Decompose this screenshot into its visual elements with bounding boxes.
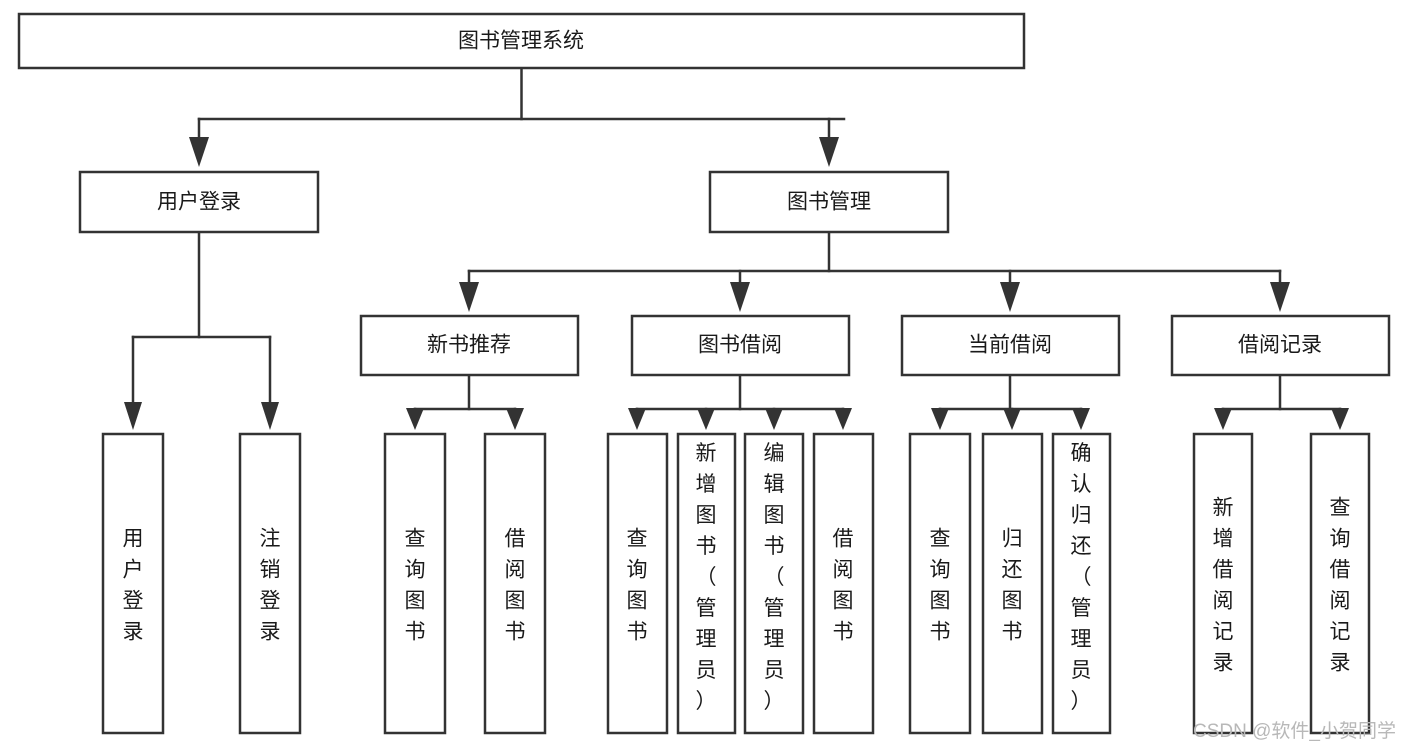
node-leaf-borrow-book-1-box bbox=[483, 432, 547, 735]
node-leaf-query-book-2-label: 查询图书 bbox=[627, 528, 648, 644]
node-leaf-query-book-2[interactable]: 查询图书 bbox=[606, 432, 669, 735]
arrow-head-current-borrow-leaf-2 bbox=[1003, 408, 1021, 430]
node-leaf-confirm-return-admin-label: 确认归还（管理员） bbox=[1071, 442, 1092, 713]
node-leaf-user-login-box bbox=[101, 432, 165, 735]
node-leaf-borrow-book-1-label: 借阅图书 bbox=[505, 528, 526, 644]
node-leaf-user-login[interactable]: 用户登录 bbox=[101, 432, 165, 735]
node-leaf-edit-book-admin-label: 编辑图书（管理员） bbox=[764, 442, 785, 713]
arrow-head-bm-to-new-book bbox=[459, 282, 479, 312]
node-leaf-edit-book-admin[interactable]: 编辑图书（管理员） bbox=[743, 432, 805, 735]
leaf-nodes-group: 用户登录 注销登录 查询图书 借阅图书 查询图书 新增图书（管理员） 编辑图书（… bbox=[101, 432, 1371, 735]
node-leaf-query-book-3-box bbox=[908, 432, 972, 735]
node-leaf-query-book-1[interactable]: 查询图书 bbox=[383, 432, 447, 735]
node-leaf-add-book-admin[interactable]: 新增图书（管理员） bbox=[676, 432, 737, 735]
node-leaf-borrow-book-2-box bbox=[812, 432, 875, 735]
watermark-label: CSDN @软件_小贺同学 bbox=[1193, 720, 1396, 742]
node-book-borrow-box bbox=[630, 314, 851, 377]
node-book-borrow[interactable]: 图书借阅 bbox=[630, 314, 851, 377]
arrow-head-borrow-record-leaf-2 bbox=[1331, 408, 1349, 430]
node-book-borrow-label: 图书借阅 bbox=[698, 334, 782, 357]
node-leaf-add-borrow-record-box bbox=[1192, 432, 1254, 735]
arrow-head-new-book-leaf-2 bbox=[506, 408, 524, 430]
arrow-head-borrow-record-leaf-1 bbox=[1214, 408, 1232, 430]
arrow-head-bm-to-book-borrow bbox=[730, 282, 750, 312]
node-leaf-logout-login-box bbox=[238, 432, 302, 735]
node-leaf-query-borrow-record[interactable]: 查询借阅记录 bbox=[1309, 432, 1371, 735]
arrow-head-root-to-book-management bbox=[819, 137, 839, 167]
node-current-borrow-box bbox=[900, 314, 1121, 377]
node-leaf-add-borrow-record-label: 新增借阅记录 bbox=[1213, 497, 1234, 675]
arrow-head-book-borrow-leaf-4 bbox=[834, 408, 852, 430]
node-leaf-return-book-box bbox=[981, 432, 1044, 735]
node-leaf-borrow-book-2[interactable]: 借阅图书 bbox=[812, 432, 875, 735]
node-leaf-add-borrow-record[interactable]: 新增借阅记录 bbox=[1192, 432, 1254, 735]
arrow-head-new-book-leaf-1 bbox=[406, 408, 424, 430]
arrow-head-current-borrow-leaf-3 bbox=[1072, 408, 1090, 430]
node-leaf-logout-login-label: 注销登录 bbox=[260, 528, 281, 644]
node-leaf-return-book-label: 归还图书 bbox=[1002, 528, 1023, 644]
node-leaf-confirm-return-admin-box bbox=[1051, 432, 1112, 735]
arrow-head-book-borrow-leaf-2 bbox=[697, 408, 715, 430]
node-leaf-query-book-3-label: 查询图书 bbox=[930, 528, 951, 644]
node-leaf-borrow-book-2-label: 借阅图书 bbox=[833, 528, 854, 644]
node-leaf-query-book-1-box bbox=[383, 432, 447, 735]
arrow-head-user-login-leaf-1 bbox=[124, 402, 142, 430]
node-leaf-query-borrow-record-label: 查询借阅记录 bbox=[1330, 497, 1351, 675]
node-leaf-add-book-admin-label: 新增图书（管理员） bbox=[696, 442, 717, 713]
node-leaf-user-login-label: 用户登录 bbox=[123, 528, 144, 644]
node-new-book-recommend-label: 新书推荐 bbox=[427, 334, 511, 357]
node-root-box bbox=[17, 12, 1026, 70]
node-leaf-edit-book-admin-box bbox=[743, 432, 805, 735]
node-leaf-query-book-3[interactable]: 查询图书 bbox=[908, 432, 972, 735]
node-user-login-label: 用户登录 bbox=[157, 191, 241, 214]
node-book-management[interactable]: 图书管理 bbox=[708, 170, 950, 234]
node-new-book-recommend-box bbox=[359, 314, 580, 377]
arrow-head-bm-to-current-borrow bbox=[1000, 282, 1020, 312]
node-leaf-add-book-admin-box bbox=[676, 432, 737, 735]
arrow-head-root-to-user-login bbox=[189, 137, 209, 167]
node-leaf-logout-login[interactable]: 注销登录 bbox=[238, 432, 302, 735]
node-leaf-query-book-2-box bbox=[606, 432, 669, 735]
node-current-borrow-label: 当前借阅 bbox=[968, 334, 1052, 357]
node-book-management-label: 图书管理 bbox=[787, 191, 871, 214]
arrow-head-user-login-leaf-2 bbox=[261, 402, 279, 430]
node-leaf-query-book-1-label: 查询图书 bbox=[405, 528, 426, 644]
node-new-book-recommend[interactable]: 新书推荐 bbox=[359, 314, 580, 377]
node-user-login[interactable]: 用户登录 bbox=[78, 170, 320, 234]
node-root-label: 图书管理系统 bbox=[458, 30, 584, 53]
node-borrow-record[interactable]: 借阅记录 bbox=[1170, 314, 1391, 377]
node-leaf-borrow-book-1[interactable]: 借阅图书 bbox=[483, 432, 547, 735]
node-current-borrow[interactable]: 当前借阅 bbox=[900, 314, 1121, 377]
connector-group bbox=[124, 66, 1349, 430]
node-leaf-query-borrow-record-box bbox=[1309, 432, 1371, 735]
node-leaf-return-book[interactable]: 归还图书 bbox=[981, 432, 1044, 735]
arrow-head-book-borrow-leaf-1 bbox=[628, 408, 646, 430]
arrow-head-current-borrow-leaf-1 bbox=[931, 408, 949, 430]
node-root[interactable]: 图书管理系统 bbox=[17, 12, 1026, 70]
node-book-management-box bbox=[708, 170, 950, 234]
node-borrow-record-box bbox=[1170, 314, 1391, 377]
arrow-head-book-borrow-leaf-3 bbox=[765, 408, 783, 430]
arrow-head-bm-to-borrow-record bbox=[1270, 282, 1290, 312]
node-user-login-box bbox=[78, 170, 320, 234]
node-borrow-record-label: 借阅记录 bbox=[1238, 334, 1322, 357]
node-leaf-confirm-return-admin[interactable]: 确认归还（管理员） bbox=[1051, 432, 1112, 735]
